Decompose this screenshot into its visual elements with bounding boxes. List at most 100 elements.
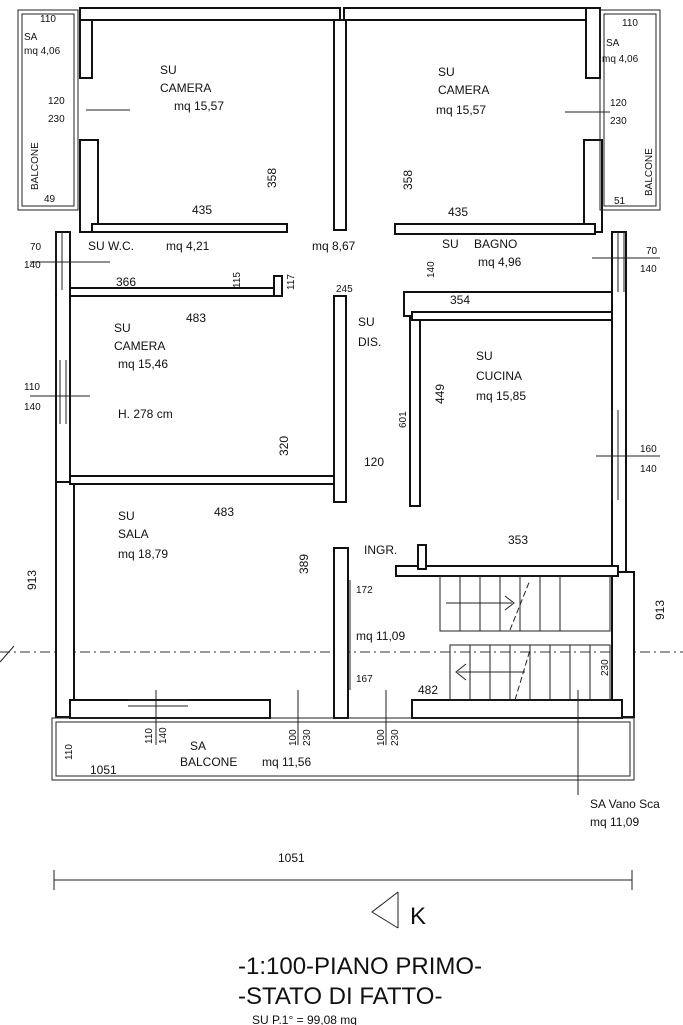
cucina-area: mq 15,85	[476, 389, 526, 403]
door-s1: 110	[144, 728, 155, 744]
door-s2: 100	[288, 729, 299, 746]
cucina-height: 449	[433, 384, 447, 404]
wc-name: W.C.	[108, 239, 134, 253]
cucina-width: 353	[508, 533, 528, 547]
balcony-right-inner	[603, 13, 657, 207]
cam3-width: 483	[186, 311, 206, 325]
win-l2b: 140	[24, 260, 41, 271]
win-r2b: 140	[640, 264, 657, 275]
sala-height: 389	[297, 554, 311, 574]
balcony-left-inner	[21, 13, 75, 207]
north-label: K	[410, 903, 426, 930]
dim-172: 172	[356, 585, 373, 596]
bagno-type: SU	[442, 237, 459, 251]
door-s3: 100	[376, 729, 387, 746]
sala-area: mq 18,79	[118, 547, 168, 561]
win-l3: 110	[24, 382, 40, 393]
dim-117: 117	[286, 274, 297, 290]
win-l1b: 230	[48, 114, 65, 125]
overall-width: 1051	[278, 851, 305, 865]
balcone-s-area: mq 11,56	[262, 755, 311, 769]
win-l1: 120	[48, 96, 65, 107]
cucina-name: CUCINA	[476, 369, 522, 383]
vano-scala-area: mq 11,09	[590, 815, 639, 829]
bagno-height: 140	[426, 261, 437, 278]
door-s2b: 230	[302, 729, 313, 746]
balcone-l-bottom: 49	[44, 194, 56, 205]
cam2-width: 435	[448, 205, 468, 219]
exterior-walls	[55, 7, 635, 719]
dis-length: 601	[398, 411, 409, 428]
title-scale: -1:100-PIANO PRIMO-	[238, 953, 482, 980]
cam1-type: SU	[160, 63, 177, 77]
balcone-l-type: SA	[24, 32, 38, 43]
sala-type: SU	[118, 509, 135, 523]
balcone-r-name: BALCONE	[644, 148, 655, 196]
balcone-l-name: BALCONE	[30, 142, 41, 190]
north-arrow-icon	[371, 891, 399, 929]
cam3-name: CAMERA	[114, 339, 165, 353]
balcony-left	[17, 9, 79, 211]
section-marker-left	[0, 645, 15, 663]
cam3-area: mq 15,46	[118, 357, 168, 371]
ingr-area: mq 11,09	[356, 629, 405, 643]
door-s3b: 230	[390, 729, 401, 746]
balcone-r-top: 110	[622, 18, 638, 29]
dim-230: 230	[600, 659, 611, 676]
win-l2: 70	[30, 242, 42, 253]
cam1-area: mq 15,57	[174, 99, 224, 113]
dim-482: 482	[418, 683, 438, 697]
balcone-l-area: mq 4,06	[24, 46, 61, 57]
windows	[55, 232, 625, 707]
win-r3b: 140	[640, 464, 657, 475]
bagno-name: BAGNO	[474, 237, 517, 251]
overall-height-right: 913	[653, 600, 667, 620]
sala-name: SALA	[118, 527, 149, 541]
dim-167: 167	[356, 674, 373, 685]
vano-scala-label: SA Vano Sca	[590, 797, 660, 811]
win-r1: 120	[610, 98, 627, 109]
win-r3: 160	[640, 444, 657, 455]
dis-name: DIS.	[358, 335, 381, 349]
balcony-south	[51, 717, 635, 781]
title-state: -STATO DI FATTO-	[238, 983, 442, 1010]
balcone-r-type: SA	[606, 38, 620, 49]
stair-run	[439, 575, 611, 701]
dim-245: 245	[336, 284, 353, 295]
balcone-s-name: BALCONE	[180, 755, 237, 769]
balcone-s-type: SA	[190, 739, 206, 753]
cam1-name: CAMERA	[160, 81, 211, 95]
wc-area: mq 4,21	[166, 239, 210, 253]
dis-area: mq 8,67	[312, 239, 356, 253]
cam3-height: 320	[277, 436, 291, 456]
wc-type: SU	[88, 239, 105, 253]
balcone-r-area: mq 4,06	[602, 54, 639, 65]
cam1-height: 358	[265, 168, 279, 188]
bagno-area: mq 4,96	[478, 255, 522, 269]
cam2-name: CAMERA	[438, 83, 489, 97]
bagno-width: 354	[450, 293, 470, 307]
cam3-height-note: H. 278 cm	[118, 407, 173, 421]
dis-type: SU	[358, 315, 375, 329]
sala-width: 483	[214, 505, 234, 519]
balcone-s-h: 110	[64, 744, 75, 760]
overall-height-left: 913	[25, 570, 39, 590]
cam1-width: 435	[192, 203, 212, 217]
balcone-s-width: 1051	[90, 763, 117, 777]
door-s1b: 140	[158, 727, 169, 744]
balcony-right	[599, 9, 661, 211]
cam2-area: mq 15,57	[436, 103, 486, 117]
title-total: SU P.1° = 99,08 mq	[252, 1013, 357, 1025]
balcone-r-bottom: 51	[614, 196, 626, 207]
win-l3b: 140	[24, 402, 41, 413]
win-r1b: 230	[610, 116, 627, 127]
ingr-name: INGR.	[364, 543, 397, 557]
cucina-type: SU	[476, 349, 493, 363]
balcone-l-top: 110	[40, 14, 56, 25]
balcony-south-inner	[55, 721, 631, 777]
cam2-type: SU	[438, 65, 455, 79]
wc-width: 366	[116, 275, 136, 289]
interior-walls	[69, 19, 619, 719]
win-r2: 70	[646, 246, 658, 257]
